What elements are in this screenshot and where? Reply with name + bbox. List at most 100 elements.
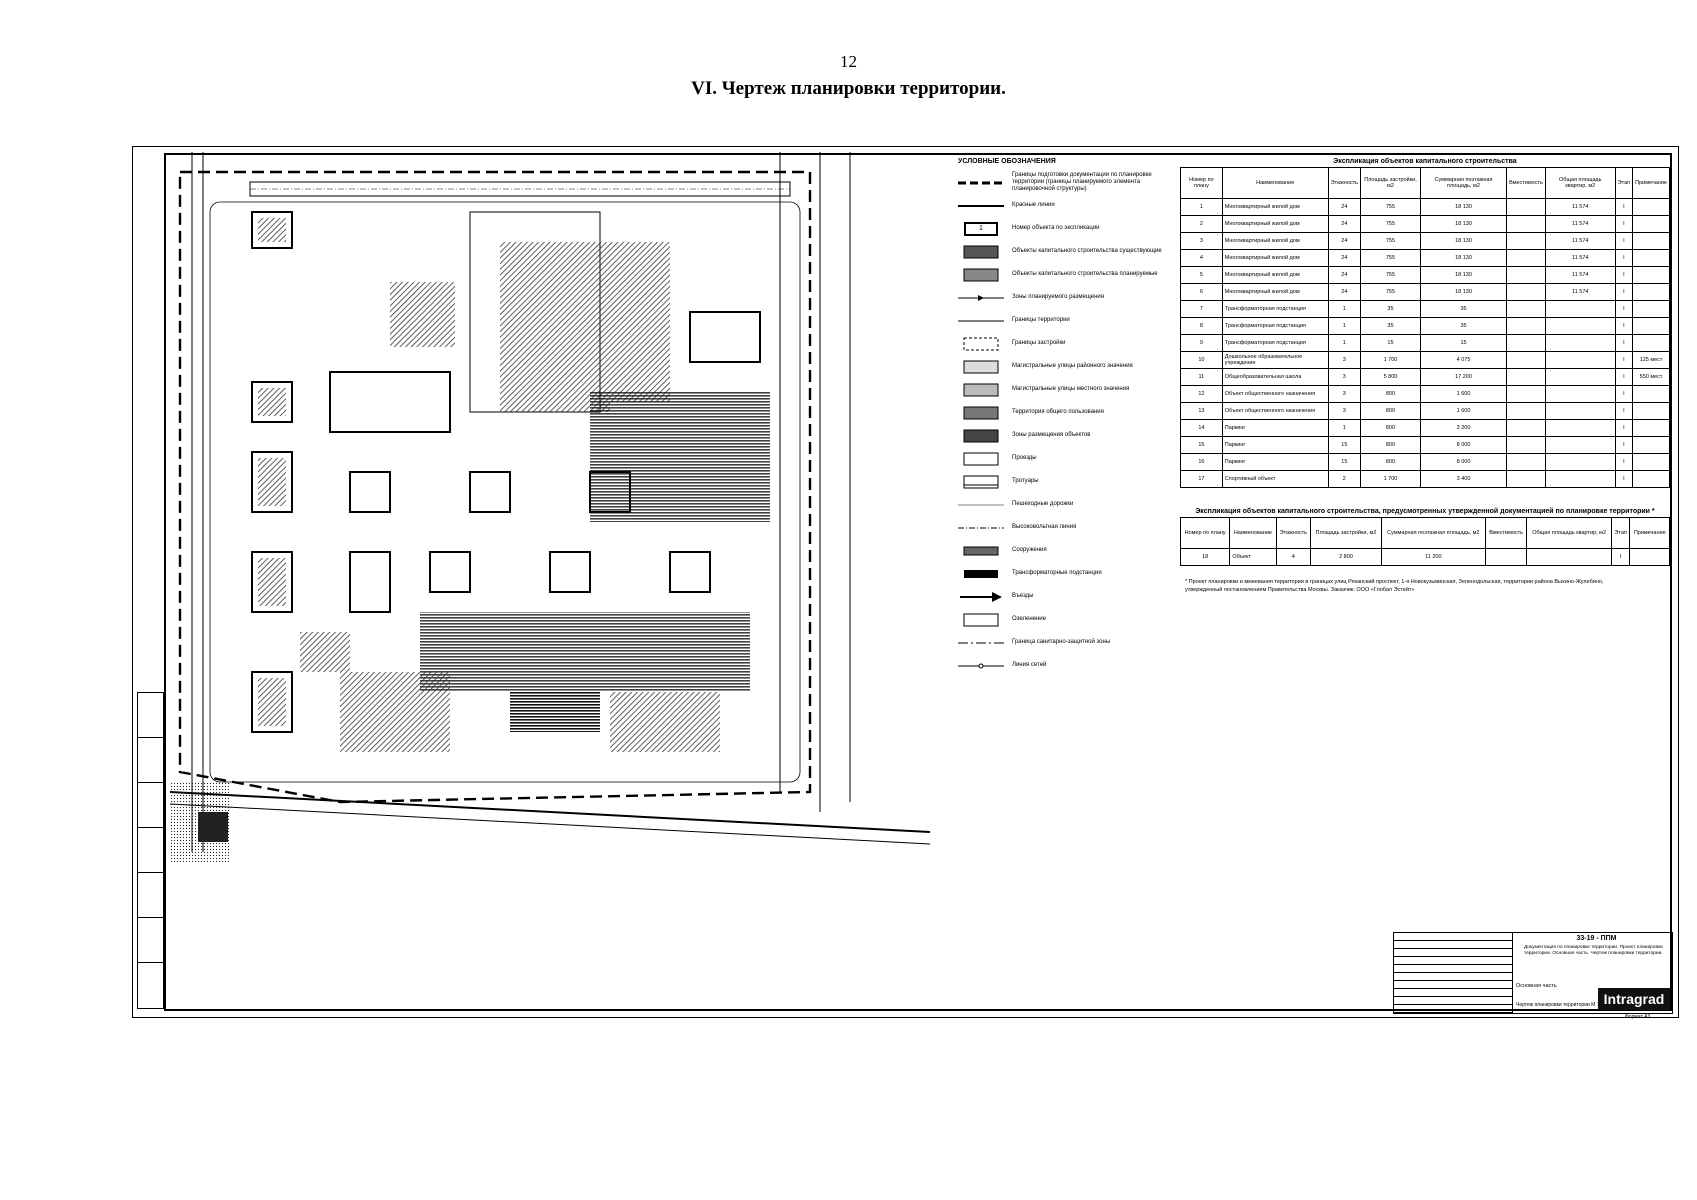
legend-label: Номер объекта по экспликации — [1012, 225, 1100, 231]
table-header-cell: Номер по плану — [1180, 167, 1223, 199]
table-cell — [1506, 249, 1546, 267]
table-cell: 2 800 — [1310, 548, 1382, 566]
table-cell — [1632, 436, 1670, 454]
table-cell: 4 — [1180, 249, 1223, 267]
table-2-caption: Экспликация объектов капитального строит… — [1195, 508, 1655, 515]
table-cell: 18 — [1179, 548, 1231, 566]
legend-swatch — [958, 383, 1004, 397]
table-cell: Многоквартирный жилой дом — [1221, 283, 1329, 301]
table-cell: 9 — [1180, 334, 1223, 352]
legend-label: Объекты капитального строительства сущес… — [1012, 248, 1162, 254]
legend-item: Территория общего пользования — [958, 401, 1168, 424]
table-cell: 1 600 — [1419, 402, 1508, 420]
table-cell: 15 — [1419, 334, 1508, 352]
table-cell: 11 574 — [1544, 215, 1616, 233]
legend-swatch: 1 — [958, 221, 1004, 236]
table-cell: 800 — [1360, 385, 1421, 403]
table-cell: 125 мест — [1632, 351, 1670, 369]
table-cell: I — [1614, 402, 1634, 420]
table-cell: 15 — [1180, 436, 1223, 454]
table-cell: I — [1614, 232, 1634, 250]
table-cell: 3 400 — [1419, 470, 1508, 488]
legend-label: Проезды — [1012, 455, 1037, 461]
table-cell: I — [1614, 385, 1634, 403]
table-cell: 1 700 — [1360, 470, 1421, 488]
legend-swatch — [958, 199, 1004, 213]
table-cell: 17 — [1180, 470, 1223, 488]
table-header-cell: Вместимость — [1506, 167, 1546, 199]
table-cell — [1544, 368, 1616, 386]
legend-label: Линия сетей — [1012, 662, 1047, 668]
sheet-format: Формат А3 — [1625, 1014, 1651, 1020]
table-cell: 1 — [1327, 300, 1362, 318]
explication-table-2: Экспликация объектов капитального строит… — [1179, 508, 1670, 566]
table-cell: 3 — [1327, 368, 1362, 386]
table-cell: 8 — [1180, 317, 1223, 335]
legend-item: Границы территории — [958, 309, 1168, 332]
table-cell — [1544, 300, 1616, 318]
table-cell: Паркинг — [1221, 419, 1329, 437]
table-cell: Паркинг — [1221, 436, 1329, 454]
legend-label: Высоковольтная линия — [1012, 524, 1077, 530]
legend-swatch — [958, 613, 1004, 627]
table-cell — [1506, 351, 1546, 369]
table-cell: 18 130 — [1419, 283, 1508, 301]
legend-item: Объекты капитального строительства сущес… — [958, 240, 1168, 263]
table-cell: Многоквартирный жилой дом — [1221, 215, 1329, 233]
table-header-cell: Этап — [1610, 517, 1631, 549]
table-cell: 11 200 — [1380, 548, 1486, 566]
legend-item: Озеленение — [958, 608, 1168, 631]
legend-swatch — [958, 521, 1004, 535]
table-cell: 24 — [1327, 283, 1362, 301]
table-cell: 3 — [1327, 402, 1362, 420]
legend-item: Границы застройки — [958, 332, 1168, 355]
table-header-cell: Вместимость — [1484, 517, 1528, 549]
table-cell: 35 — [1360, 317, 1421, 335]
legend-item: Зоны планируемого размещения — [958, 286, 1168, 309]
table-cell: Паркинг — [1221, 453, 1329, 471]
table-cell — [1506, 334, 1546, 352]
table-cell: Дошкольное образовательное учреждение — [1221, 351, 1329, 369]
table-cell: 1 600 — [1419, 385, 1508, 403]
explication-table-1: Экспликация объектов капитального строит… — [1180, 158, 1670, 488]
legend-item: Красные линии — [958, 194, 1168, 217]
table-cell: 18 130 — [1419, 249, 1508, 267]
table-cell: 10 — [1180, 351, 1223, 369]
table-cell — [1544, 317, 1616, 335]
company-logo: Intragrad — [1598, 988, 1670, 1010]
table-cell — [1506, 300, 1546, 318]
table-cell: 24 — [1327, 266, 1362, 284]
table-cell — [1632, 385, 1670, 403]
legend-label: Зоны планируемого размещения — [1012, 294, 1105, 300]
table-cell: Трансформаторная подстанция — [1221, 334, 1329, 352]
legend-swatch — [958, 567, 1004, 581]
legend-swatch — [958, 452, 1004, 466]
table-cell: 18 130 — [1419, 266, 1508, 284]
table-cell — [1506, 198, 1546, 216]
table-cell: I — [1614, 249, 1634, 267]
table-cell — [1632, 419, 1670, 437]
table-cell: 24 — [1327, 232, 1362, 250]
table-cell — [1544, 436, 1616, 454]
table-header-cell: Номер по плану — [1179, 517, 1231, 549]
sidebar-stamp — [137, 692, 164, 1009]
table-cell: I — [1614, 470, 1634, 488]
table-cell — [1506, 283, 1546, 301]
table-cell: I — [1614, 436, 1634, 454]
table-cell — [1506, 232, 1546, 250]
legend-label: Трансформаторные подстанции — [1012, 570, 1102, 576]
table-cell: 6 — [1180, 283, 1223, 301]
table-header-cell: Суммарная поэтажная площадь, м2 — [1419, 167, 1508, 199]
legend-item: Высоковольтная линия — [958, 516, 1168, 539]
legend-swatch — [958, 337, 1004, 351]
table-cell: 24 — [1327, 249, 1362, 267]
table-cell — [1506, 317, 1546, 335]
